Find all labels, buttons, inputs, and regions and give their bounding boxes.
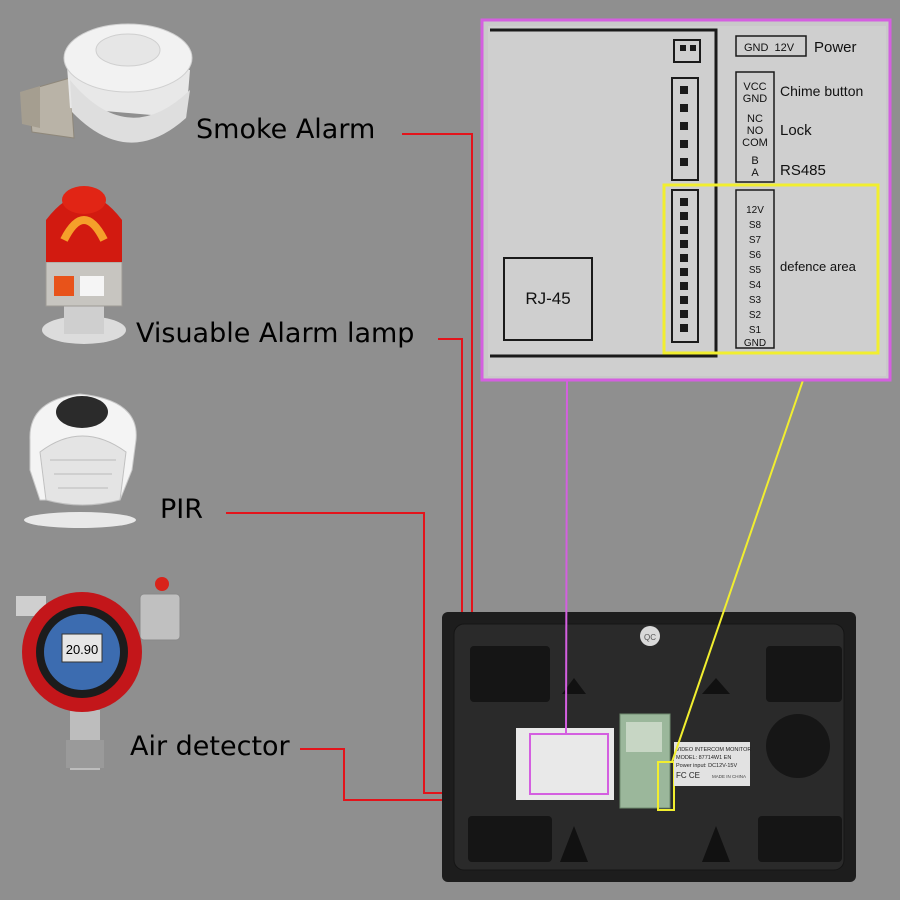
zoomed-panel: RJ-45 GND 12V Power VCC GND Chime button (480, 18, 892, 382)
qc-sticker: QC (644, 633, 656, 642)
alarm-lamp-label: Visuable Alarm lamp (136, 318, 415, 349)
defence-pin: S5 (749, 265, 762, 276)
defence-pin: S4 (749, 280, 762, 291)
intercom-monitor: QC VIDEO INTERCOM MONITOR MODEL: 87714W1… (442, 612, 856, 882)
chime-pin-gnd: GND (743, 93, 768, 105)
sticker-line-5: MADE IN CHINA (712, 774, 746, 779)
power-label: Power (814, 39, 857, 56)
rs485-pin-a: A (751, 167, 759, 179)
defence-pins: 12V S8 S7 S6 S5 S4 S3 S2 S1 GND (744, 205, 766, 349)
alarm-lamp-image (42, 186, 126, 344)
defence-pin: S3 (749, 295, 762, 306)
defence-pin: S6 (749, 250, 762, 261)
rs485-label: RS485 (780, 162, 826, 179)
defence-label: defence area (780, 259, 857, 274)
defence-pin: S7 (749, 235, 762, 246)
chime-pin-vcc: VCC (743, 81, 766, 93)
sticker-line-1: VIDEO INTERCOM MONITOR (676, 747, 751, 753)
defence-pin: S1 (749, 325, 762, 336)
rj45-label: RJ-45 (525, 289, 570, 308)
defence-pin: S8 (749, 220, 762, 231)
air-detector-label: Air detector (130, 731, 290, 762)
defence-pin: GND (744, 338, 766, 349)
rs485-pin-b: B (751, 155, 758, 167)
sticker-line-3: Power input: DC12V-15V (676, 763, 737, 769)
pir-image (24, 393, 137, 528)
sticker-line-2: MODEL: 87714W1 EN (676, 755, 731, 761)
lock-pin-nc: NC (747, 113, 763, 125)
chime-label: Chime button (780, 83, 863, 99)
yellow-callout-line (671, 353, 813, 763)
defence-pin: 12V (746, 205, 764, 216)
pir-label: PIR (160, 494, 204, 525)
defence-pin: S2 (749, 310, 762, 321)
smoke-alarm-image (20, 23, 193, 143)
power-pins: GND 12V (744, 42, 795, 54)
air-detector-readout: 20.90 (66, 642, 99, 657)
sticker-line-4: FC CE (676, 771, 700, 780)
magenta-callout-line (565, 379, 568, 735)
lock-pin-no: NO (747, 125, 764, 137)
lock-label: Lock (780, 122, 812, 139)
smoke-alarm-label: Smoke Alarm (196, 114, 376, 145)
lock-pin-com: COM (742, 137, 768, 149)
air-detector-image: 20.90 (16, 577, 181, 770)
